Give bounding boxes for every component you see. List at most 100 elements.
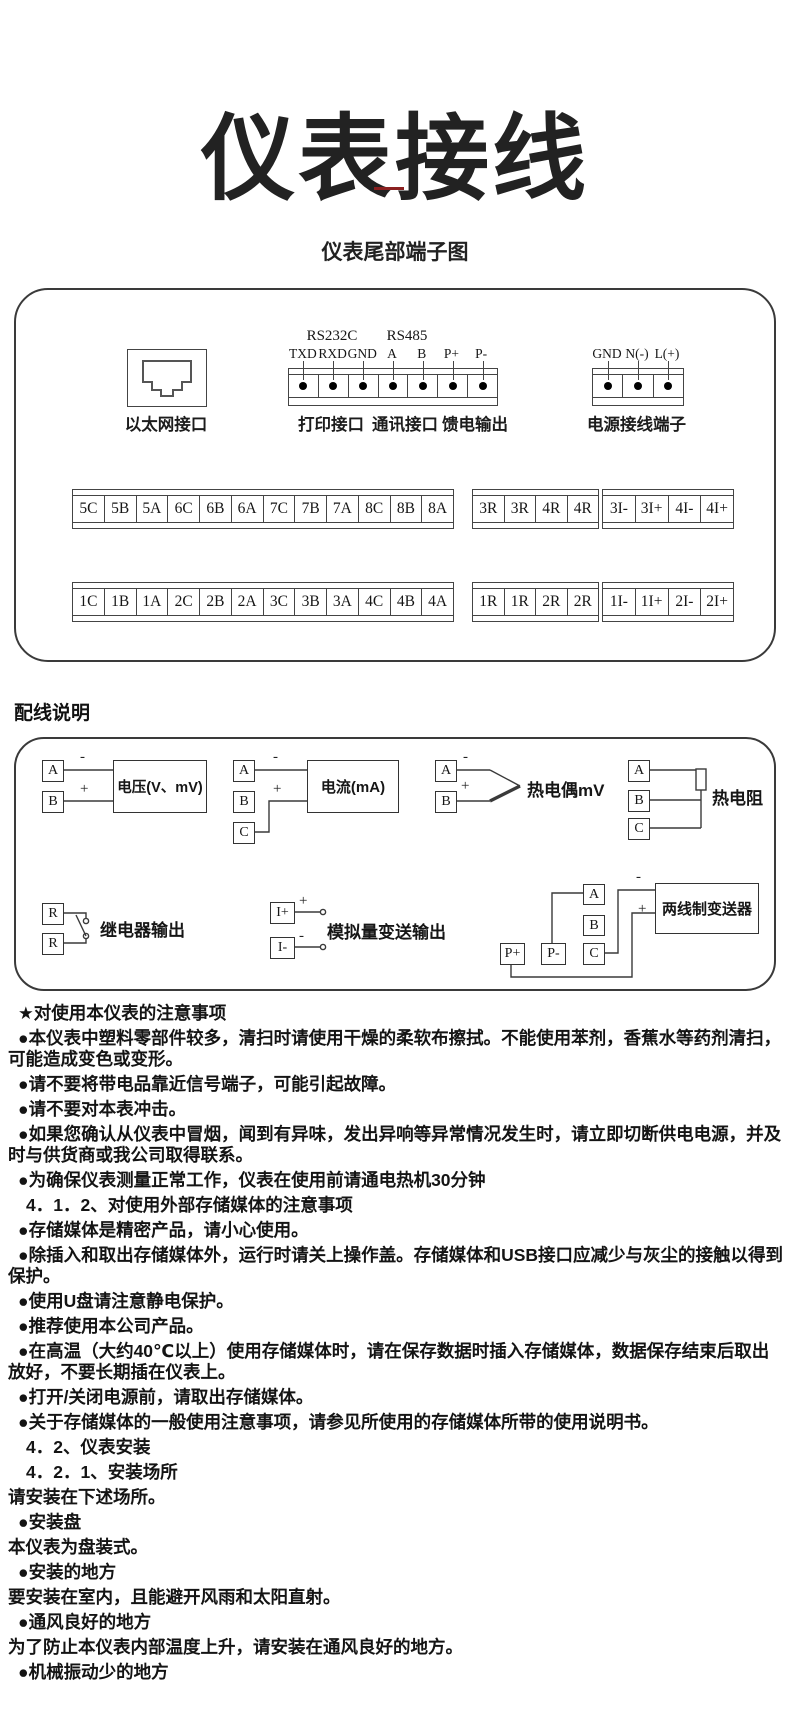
note-line: 请安装在下述场所。 [8,1487,166,1507]
terminal-cell: 6A [230,496,263,522]
note-line: ●请不要对本表冲击。 [18,1099,187,1119]
terminal-p-plus: P+ [500,943,525,965]
screw-dot-icon [603,382,612,390]
note-line: ●使用U盘请注意静电保护。 [18,1291,234,1311]
terminal-cell: 3I- [609,500,628,517]
block-band [473,583,598,589]
terminal-cell: 1C [79,593,98,610]
polarity-minus: - [273,749,278,765]
terminal-cell: 3R [503,496,536,522]
polarity-plus: + [299,893,308,909]
note-line: 为了防止本仪表内部温度上升，请安装在通风良好的地方。 [8,1637,463,1657]
comm-pin-label: B [417,346,427,361]
terminal-b: B [435,791,457,813]
terminal-cell: 5C [79,500,98,517]
note-line: ●通风良好的地方 [18,1612,152,1632]
block-band [473,490,598,496]
terminal-b: B [628,790,650,812]
terminal-cell: 1R [503,589,536,615]
analog-output-label: 模拟量变送输出 [327,923,446,942]
terminal-cell: 7C [262,496,295,522]
terminal-screw [317,361,348,397]
power-pin-label: N(-) [625,346,649,361]
polarity-minus: - [636,869,641,885]
comm-port-label: 通讯接口 [372,416,438,434]
terminal-r2: R [42,933,64,955]
terminal-a: A [42,760,64,782]
terminal-r1: R [42,903,64,925]
terminal-a: A [628,760,650,782]
note-line: ●安装的地方 [18,1562,117,1582]
comm-terminal-strip [288,361,498,406]
power-pin-label: L(+) [654,346,680,361]
strip-band [593,397,683,405]
terminal-cell: 5A [135,496,168,522]
terminal-cell: 3A [326,589,358,615]
wiring-lines [62,768,707,978]
screw-dot-icon [299,382,308,390]
ethernet-label: 以太网接口 [124,416,208,434]
terminal-screw [467,361,497,397]
terminal-cell: 8A [421,496,453,522]
terminal-cell: 4R [566,496,599,522]
terminal-c: C [583,943,605,965]
polarity-minus: - [463,749,468,765]
rs232c-label: RS232C [306,328,358,344]
terminal-cell: 3C [262,589,295,615]
comm-pin-label: P+ [443,346,460,361]
terminal-cell: 1R [479,593,498,610]
block-band [603,615,733,621]
terminal-cell: 8B [389,496,422,522]
note-line: ●本仪表中塑料零部件较多，清扫时请使用干燥的柔软布擦拭。不能使用苯剂，香蕉水等药… [8,1028,782,1069]
terminal-cell: 5B [103,496,136,522]
block-band [73,490,453,496]
terminal-b: B [583,915,605,936]
terminal-cell: 2C [167,589,199,615]
print-port-label: 打印接口 [298,416,364,434]
terminal-cell: 1I- [609,593,628,610]
current-input-box: 电流(mA) [307,760,399,813]
terminal-cell: 3B [294,589,326,615]
note-line: ●安装盘 [18,1512,82,1532]
power-terminal-strip [592,361,684,406]
terminal-cell: 4C [357,589,390,615]
comm-pin-label: TXD [288,346,317,361]
note-line: 4．2、仪表安装 [26,1437,151,1457]
note-line: ●机械振动少的地方 [18,1662,169,1682]
note-line: 4．2．1、安装场所 [26,1462,178,1482]
ethernet-port-icon [127,349,207,407]
terminal-b: B [233,791,255,813]
terminal-screw [622,361,652,397]
polarity-plus: + [80,781,89,797]
polarity-plus: + [273,781,282,797]
terminal-a: A [435,760,457,782]
terminal-a: A [583,884,605,905]
block-band [603,522,733,528]
polarity-plus: + [638,901,647,917]
terminal-screw [347,361,378,397]
wiring-section-title: 配线说明 [14,703,91,724]
terminal-cell: 1I+ [634,589,668,615]
note-line: ●推荐使用本公司产品。 [18,1316,204,1336]
rtd-label: 热电阻 [712,789,763,808]
terminal-cell: 4A [421,589,453,615]
comm-pin-label: GND [347,346,377,361]
block-band [73,583,453,589]
relay-output-label: 继电器输出 [100,921,185,940]
thermocouple-label: 热电偶mV [527,781,605,800]
note-line: ●为确保仪表测量正常工作，仪表在使用前请通电热机30分钟 [18,1170,486,1190]
screw-dot-icon [633,382,642,390]
page-title: 仪表接线 [200,105,589,211]
block-band [73,615,453,621]
screw-dot-icon [359,382,368,390]
terminal-cell: 2R [535,589,567,615]
power-pin-label: GND [592,346,622,361]
terminal-cell: 2R [566,589,599,615]
note-line: ●关于存储媒体的一般使用注意事项，请参见所使用的存储媒体所带的使用说明书。 [18,1412,659,1432]
note-line: ●打开/关闭电源前，请取出存储媒体。 [18,1387,314,1407]
title-divider [374,187,404,190]
comm-pin-label: A [387,346,397,361]
